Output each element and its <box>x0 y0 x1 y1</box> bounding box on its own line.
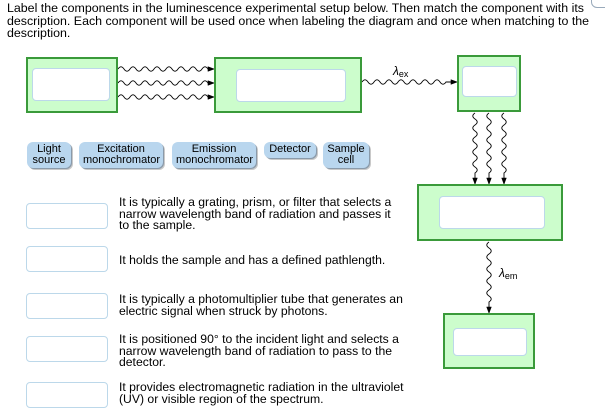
match-target-3[interactable] <box>26 293 108 319</box>
description-2: It holds the sample and has a defined pa… <box>119 253 386 267</box>
lambda-ex-label: λex <box>393 64 408 79</box>
lambda-sub: ex <box>398 69 409 79</box>
scatter-wave-arrow <box>472 112 478 185</box>
lambda-sub: em <box>504 271 518 281</box>
chip-line: Light <box>37 143 61 155</box>
instructions: Label the components in the luminescence… <box>7 1 590 40</box>
light-wave-arrow <box>117 94 215 100</box>
chip-detector[interactable]: Detector <box>264 142 316 158</box>
scatter-wave-arrow <box>501 112 507 185</box>
drop-zone-1[interactable] <box>32 68 110 101</box>
excitation-wave-arrow <box>361 79 458 85</box>
match-target-2[interactable] <box>26 246 108 272</box>
drop-zone-3[interactable] <box>462 66 517 97</box>
diagram-box-excitation <box>214 57 362 113</box>
chip-line: Detector <box>269 143 311 155</box>
description-3: It is typically a photomultiplier tube t… <box>119 292 403 318</box>
emission-wave-arrow <box>486 241 492 314</box>
light-wave-arrow <box>117 66 215 72</box>
corner-widget <box>591 0 605 8</box>
drop-zone-2[interactable] <box>236 69 346 102</box>
lambda-em-label: λem <box>499 266 517 281</box>
description-4: It is positioned 90° to the incident lig… <box>119 332 399 369</box>
chip-line: Sample <box>327 143 365 155</box>
lambda-symbol: λ <box>393 64 399 78</box>
chip-line: monochromator <box>176 153 254 166</box>
chip-line: monochromator <box>83 153 161 166</box>
drop-zone-4[interactable] <box>439 196 545 229</box>
description-5: It provides electromagnetic radiation in… <box>119 380 404 406</box>
match-target-4[interactable] <box>26 336 108 362</box>
chip-line: Excitation <box>97 143 145 155</box>
diagram-box-sample <box>457 55 521 112</box>
chip-line: cell <box>337 153 355 166</box>
light-wave-arrow <box>117 80 215 86</box>
diagram-box-light-source <box>26 57 118 113</box>
chip-line: Emission <box>191 143 237 155</box>
drop-zone-5[interactable] <box>453 328 527 356</box>
scatter-wave-arrow <box>486 112 492 185</box>
diagram-box-emission <box>417 184 563 241</box>
match-target-1[interactable] <box>26 203 108 229</box>
match-target-5[interactable] <box>26 382 108 408</box>
chip-line: source <box>32 153 66 166</box>
diagram-box-detector <box>443 313 535 369</box>
description-1: It is typically a grating, prism, or fil… <box>119 195 392 232</box>
lambda-symbol: λ <box>499 266 505 280</box>
